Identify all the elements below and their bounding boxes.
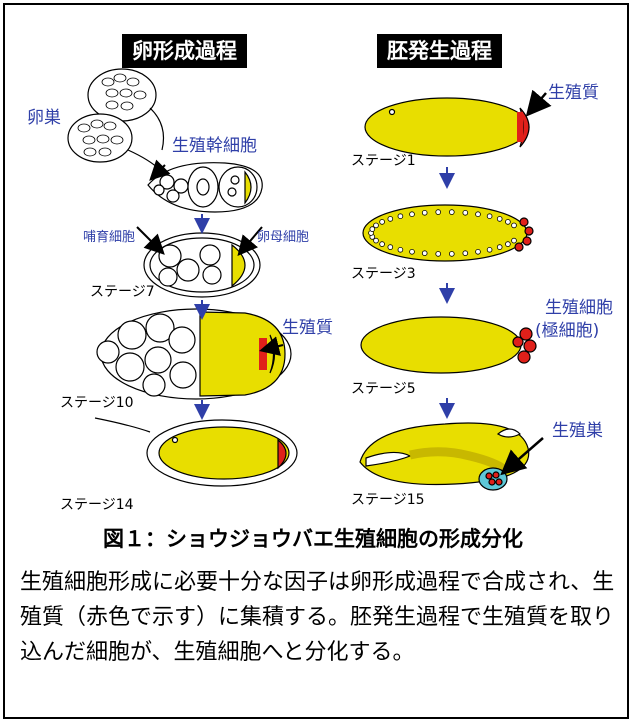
early-egg-chamber bbox=[147, 162, 263, 213]
figure-caption-body: 生殖細胞形成に必要十分な因子は卵形成過程で合成され、生殖質（赤色で示す）に集積す… bbox=[20, 570, 615, 665]
stage10-egg-chamber bbox=[96, 308, 292, 400]
nucleus-dot bbox=[475, 211, 481, 218]
pole-cells-label: (極細胞) bbox=[535, 321, 600, 341]
stage7-label: ステージ7 bbox=[90, 284, 155, 300]
stage10-label: ステージ10 bbox=[60, 395, 134, 411]
nucleus-dot bbox=[409, 211, 415, 218]
gonad-label: 生殖巣 bbox=[552, 421, 603, 441]
nucleus-dot bbox=[397, 247, 404, 253]
nucleus-dot bbox=[448, 209, 455, 215]
nucleus-dot bbox=[369, 226, 376, 232]
germ-plasm-label-right: 生殖質 bbox=[548, 83, 599, 103]
oogenesis-header: 卵形成過程 bbox=[122, 34, 247, 68]
embryogenesis-header: 胚発生過程 bbox=[377, 34, 502, 68]
nucleus-dot bbox=[511, 237, 517, 244]
nucleus-dot bbox=[462, 210, 469, 216]
nurse-cell-label: 哺育細胞 bbox=[83, 230, 136, 245]
ovary-label: 卵巣 bbox=[27, 108, 61, 128]
ovary-illustration bbox=[67, 68, 165, 171]
nucleus-dot bbox=[421, 250, 428, 257]
stage14-label: ステージ14 bbox=[60, 497, 134, 513]
embryo-stage3 bbox=[362, 204, 534, 262]
germ-cells-label: 生殖細胞 bbox=[545, 298, 613, 318]
nucleus-dot bbox=[379, 241, 385, 247]
nucleus-dot bbox=[387, 216, 394, 222]
nucleus-dot bbox=[387, 244, 394, 250]
stage7-egg-chamber bbox=[143, 232, 261, 298]
germ-plasm-label-left: 生殖質 bbox=[282, 318, 333, 338]
nucleus-dot bbox=[475, 249, 481, 255]
nucleus-dot bbox=[505, 219, 511, 225]
figure-frame bbox=[3, 3, 629, 719]
nucleus-dot bbox=[435, 209, 442, 215]
embryo-stage1-label: ステージ1 bbox=[351, 153, 416, 169]
embryo-stage1 bbox=[364, 97, 530, 157]
nucleus-dot bbox=[496, 216, 503, 222]
nucleus-dot bbox=[409, 249, 415, 255]
nucleus-dot bbox=[462, 250, 469, 257]
nucleus-dot bbox=[486, 247, 493, 253]
embryo-stage5-label: ステージ5 bbox=[351, 381, 416, 397]
nucleus-dot bbox=[486, 213, 493, 220]
figure-caption-title: 図１：ショウジョウバエ生殖細胞の形成分化 bbox=[103, 527, 523, 551]
nucleus-dot bbox=[397, 213, 404, 220]
embryo-stage3-label: ステージ3 bbox=[351, 266, 416, 282]
germline-stem-cell-label: 生殖幹細胞 bbox=[172, 136, 257, 156]
embryo-stage15-label: ステージ15 bbox=[351, 492, 425, 508]
nucleus-dot bbox=[379, 219, 385, 225]
stage14-egg bbox=[94, 417, 298, 487]
nucleus-dot bbox=[373, 222, 379, 229]
nucleus-dot bbox=[448, 251, 455, 257]
nucleus-dot bbox=[496, 244, 503, 250]
stage3-nuclei bbox=[368, 209, 517, 257]
nucleus-dot bbox=[511, 222, 517, 229]
nucleus-dot bbox=[373, 237, 379, 244]
nucleus-dot bbox=[421, 210, 428, 216]
nucleus-dot bbox=[505, 241, 511, 247]
embryo-stage15 bbox=[359, 422, 530, 491]
oocyte-label: 卵母細胞 bbox=[257, 230, 310, 245]
nucleus-dot bbox=[435, 251, 442, 257]
embryo-stage5 bbox=[360, 316, 537, 374]
